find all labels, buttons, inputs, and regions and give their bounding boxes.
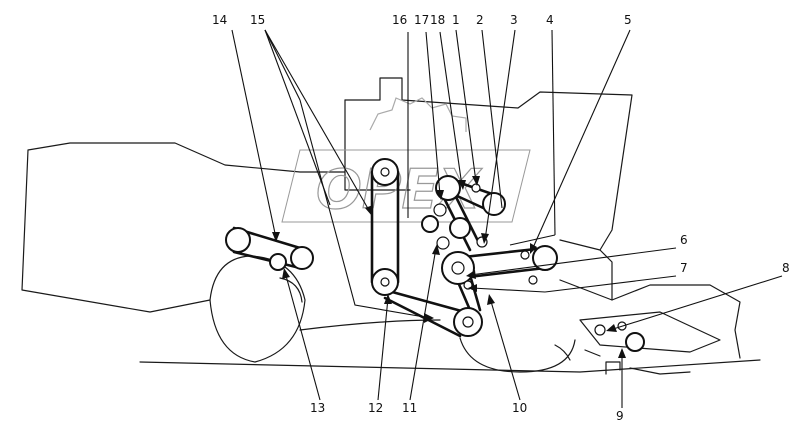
leader-15c xyxy=(264,29,301,101)
pulley-feeder-mid xyxy=(269,253,287,271)
callout-12: 12 xyxy=(368,401,383,415)
arrow-head xyxy=(466,270,476,279)
pulley-feeder-left xyxy=(225,227,251,253)
arrow-head xyxy=(606,324,617,332)
leader-15a xyxy=(264,29,371,213)
idler xyxy=(528,275,538,285)
idler xyxy=(520,250,530,260)
callout-17: 17 xyxy=(414,13,429,27)
callout-3: 3 xyxy=(510,13,518,27)
arrow-head xyxy=(436,190,444,200)
front-curve xyxy=(279,277,303,303)
arrow-head xyxy=(468,284,477,292)
leader-3 xyxy=(484,29,516,241)
callout-16: 16 xyxy=(392,13,407,27)
callout-labels: 14 15 16 17 18 1 2 3 4 5 6 7 8 9 10 11 1… xyxy=(212,13,790,423)
arrow-head xyxy=(481,233,489,244)
callout-18: 18 xyxy=(430,13,445,27)
pulley-center-mid xyxy=(449,217,471,239)
arrow-head xyxy=(530,243,537,254)
pulley-hub xyxy=(451,261,465,275)
leader-2 xyxy=(481,29,503,209)
arrow-head xyxy=(365,205,373,216)
leader-13 xyxy=(284,271,321,401)
rear-ramp-outline xyxy=(579,311,721,353)
combine-outline xyxy=(21,77,761,375)
callout-11: 11 xyxy=(402,401,417,415)
arrow-head xyxy=(472,176,480,186)
idler xyxy=(433,203,447,217)
leader-17 xyxy=(425,31,441,196)
callout-5: 5 xyxy=(624,13,632,27)
arrow-head xyxy=(458,180,466,190)
arrow-head xyxy=(432,244,440,255)
leader-10 xyxy=(489,297,521,401)
leader-12 xyxy=(377,297,389,401)
pulley-upper-right xyxy=(482,192,506,216)
arrow-head xyxy=(282,268,290,279)
arrow-head xyxy=(487,294,495,305)
leader-4b xyxy=(509,234,556,246)
callout-2: 2 xyxy=(476,13,484,27)
leader-5 xyxy=(531,29,631,251)
pulley-rear xyxy=(625,332,645,352)
idler xyxy=(463,280,473,290)
arrow-head xyxy=(424,313,434,323)
leader-8 xyxy=(609,275,783,331)
gear-icon xyxy=(369,97,467,132)
pulley-feeder-right xyxy=(290,246,314,270)
rear-step-outline xyxy=(605,361,691,375)
callout-13: 13 xyxy=(310,401,325,415)
pulley-hub xyxy=(380,167,390,177)
leader-15d xyxy=(299,99,431,319)
leader-6 xyxy=(469,247,677,276)
callout-4: 4 xyxy=(546,13,554,27)
arrow-head xyxy=(272,232,280,242)
pulley-center-left xyxy=(421,215,439,233)
callout-14: 14 xyxy=(212,13,227,27)
leader-lines xyxy=(231,29,783,408)
callout-8: 8 xyxy=(782,261,790,275)
leader-14 xyxy=(231,29,277,239)
leader-1 xyxy=(455,29,477,183)
leader-15b xyxy=(264,29,331,206)
bottom-outline xyxy=(139,359,761,373)
idler xyxy=(436,236,450,250)
pulley-hub xyxy=(380,277,390,287)
threshing-drum xyxy=(299,319,576,373)
header-outline xyxy=(21,142,346,313)
rear-body-outline xyxy=(559,239,741,359)
leader-7b xyxy=(471,287,546,293)
lower-trough xyxy=(554,344,601,361)
callout-1: 1 xyxy=(452,13,460,27)
pulley-hub xyxy=(462,316,474,328)
pulley-rear-small xyxy=(594,324,606,336)
callout-6: 6 xyxy=(680,233,688,247)
callout-10: 10 xyxy=(512,401,527,415)
logo-frame xyxy=(281,149,531,223)
pulley-hub xyxy=(471,183,481,193)
callout-15: 15 xyxy=(250,13,265,27)
arrow-head xyxy=(618,348,626,358)
feeder-drum xyxy=(209,255,306,363)
callout-7: 7 xyxy=(680,261,688,275)
body-upper-outline xyxy=(344,77,633,301)
callout-9: 9 xyxy=(616,409,624,423)
arrow-head xyxy=(384,294,392,304)
leader-7 xyxy=(544,275,677,293)
leader-11 xyxy=(409,247,437,401)
leader-18 xyxy=(439,31,463,187)
